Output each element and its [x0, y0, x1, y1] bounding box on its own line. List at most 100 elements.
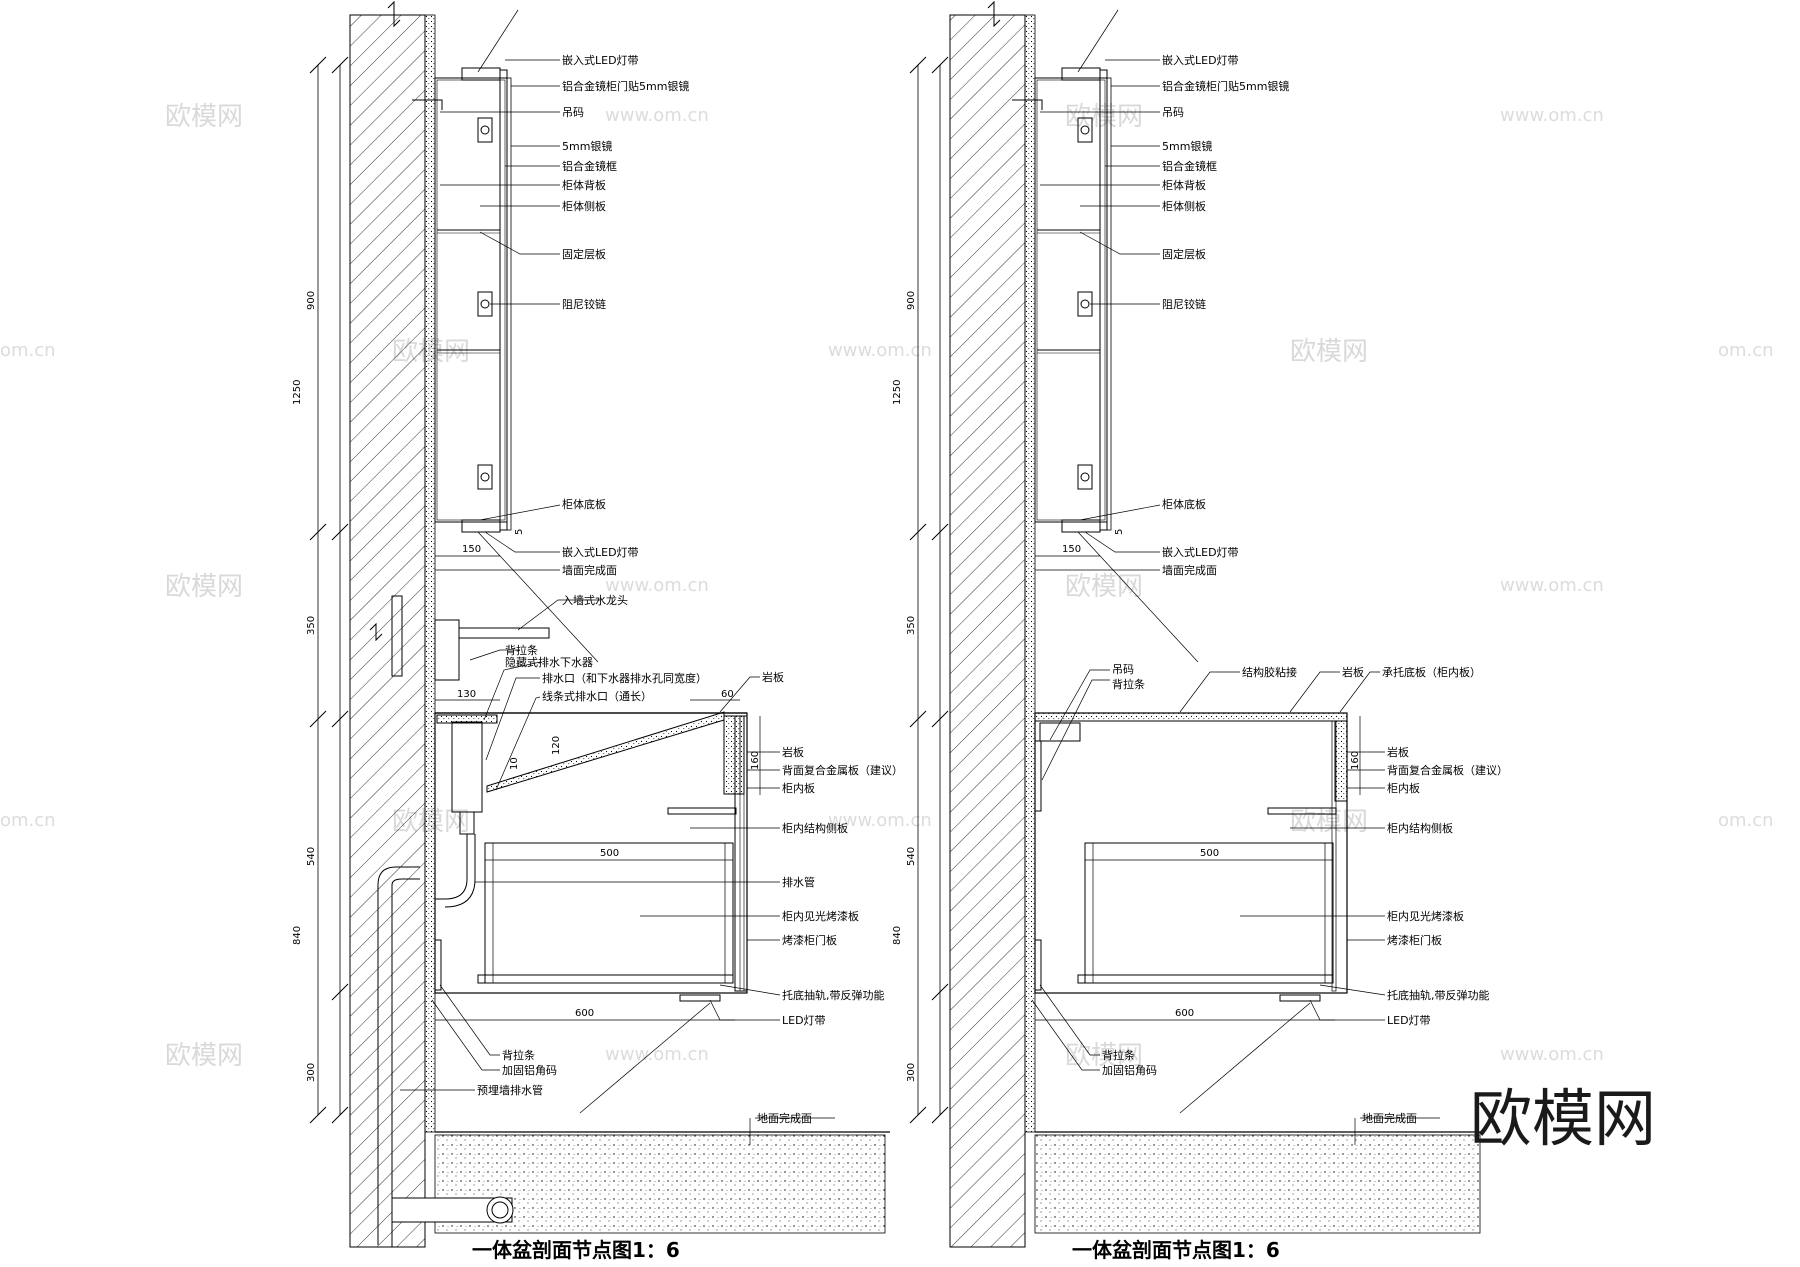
- label-rail: 托底抽轨,带反弹功能: [782, 988, 885, 1002]
- label-hanger-2: 吊码: [1112, 663, 1134, 676]
- label-back-strip-top: 背拉条: [1112, 677, 1145, 691]
- dim-1250: 1250: [892, 380, 903, 405]
- watermark-url: om.cn: [0, 810, 56, 831]
- watermark-url: www.om.cn: [1500, 1044, 1604, 1065]
- dim-500: 500: [1200, 848, 1219, 859]
- label-gloss-paint: 柜内见光烤漆板: [782, 909, 859, 923]
- watermark-url: www.om.cn: [605, 105, 709, 126]
- dim-160: 160: [750, 751, 761, 770]
- watermarks: 欧模网 www.om.cn 欧模网 www.om.cn om.cn 欧模网 ww…: [0, 102, 1774, 1071]
- label-back-panel: 柜体背板: [562, 178, 606, 192]
- watermark-url: www.om.cn: [605, 575, 709, 596]
- label-inner-panel: 柜内板: [782, 781, 815, 795]
- dim-150: 150: [462, 544, 481, 555]
- label-back-strip-bottom: 背拉条: [502, 1048, 535, 1062]
- left-section-drawing: 嵌入式LED灯带 铝合金镜柜门贴5mm银镜 吊码 5mm银镜 铝合金镜框 柜体背…: [292, 0, 903, 1262]
- watermark-cn: 欧模网: [1290, 807, 1368, 837]
- watermark-cn: 欧模网: [1290, 337, 1368, 367]
- label-alu-frame: 铝合金镜框: [562, 159, 617, 173]
- label-led-top: 嵌入式LED灯带: [562, 54, 639, 67]
- label-bottom-panel: 柜体底板: [562, 497, 606, 511]
- dim-350: 350: [906, 616, 917, 635]
- label-rock-top: 岩板: [762, 670, 784, 684]
- watermark-cn: 欧模网: [1065, 1041, 1143, 1071]
- vanity-cabinet: [1034, 712, 1348, 994]
- label-drain-port: 排水口（和下水器排水孔同宽度）: [542, 671, 707, 685]
- dim-500: 500: [600, 848, 619, 859]
- dim-350: 350: [306, 616, 317, 635]
- label-silver-mirror: 5mm银镜: [562, 139, 612, 153]
- watermark-url: om.cn: [1718, 810, 1774, 831]
- label-door-paint: 烤漆柜门板: [1387, 933, 1442, 947]
- mirror-cabinet: [434, 77, 508, 523]
- label-damper-hinge: 阻尼铰链: [562, 297, 606, 311]
- label-rock-side: 岩板: [1387, 745, 1409, 759]
- wall-plaster: [1024, 14, 1036, 1133]
- label-pre-drain: 预埋墙排水管: [477, 1083, 543, 1097]
- label-support-bottom: 承托底板（柜内板）: [1382, 665, 1481, 679]
- label-back-strip-top: 背拉条: [505, 643, 538, 657]
- label-back-panel: 柜体背板: [1162, 178, 1206, 192]
- dim-600: 600: [1175, 1008, 1194, 1019]
- label-wall-finish: 墙面完成面: [562, 563, 617, 577]
- hinge: [477, 291, 493, 317]
- label-side-panel: 柜体侧板: [1162, 199, 1206, 213]
- right-section-drawing: 嵌入式LED灯带 铝合金镜柜门贴5mm银镜 吊码 5mm银镜 铝合金镜框 柜体背…: [892, 0, 1508, 1262]
- watermark-cn: 欧模网: [165, 1041, 243, 1071]
- hinge: [477, 464, 493, 490]
- dim-60: 60: [721, 689, 734, 700]
- watermark-cn: 欧模网: [1065, 572, 1143, 602]
- label-mirror-door: 铝合金镜柜门贴5mm银镜: [562, 79, 689, 93]
- dim-5: 5: [514, 529, 525, 535]
- label-inner-panel: 柜内板: [1387, 781, 1420, 795]
- dim-150: 150: [1062, 544, 1081, 555]
- watermark-url: om.cn: [1718, 340, 1774, 361]
- label-bottom-panel: 柜体底板: [1162, 497, 1206, 511]
- label-rock-side: 岩板: [782, 745, 804, 759]
- label-led-strip: LED灯带: [782, 1014, 826, 1027]
- label-linear-drain: 线条式排水口（通长）: [542, 689, 652, 703]
- dim-900: 900: [906, 291, 917, 310]
- left-drawing-title: 一体盆剖面节点图1：6: [472, 1238, 680, 1262]
- dim-160: 160: [1350, 751, 1361, 770]
- dim-600: 600: [575, 1008, 594, 1019]
- label-hanger: 吊码: [562, 106, 584, 119]
- dim-840: 840: [892, 926, 903, 945]
- watermark-url: www.om.cn: [828, 810, 932, 831]
- hinge: [1077, 117, 1093, 143]
- dim-10: 10: [509, 757, 520, 770]
- label-mirror-door: 铝合金镜柜门贴5mm银镜: [1162, 79, 1289, 93]
- dim-130: 130: [457, 689, 476, 700]
- label-rail: 托底抽轨,带反弹功能: [1387, 988, 1490, 1002]
- label-led-strip: LED灯带: [1387, 1014, 1431, 1027]
- brand-logo: 欧模网: [1470, 1082, 1656, 1155]
- watermark-cn: 欧模网: [1065, 102, 1143, 132]
- dim-5: 5: [1114, 529, 1125, 535]
- label-damper-hinge: 阻尼铰链: [1162, 297, 1206, 311]
- structural-wall: [349, 14, 426, 1248]
- dim-300: 300: [906, 1063, 917, 1082]
- hinge: [1077, 291, 1093, 317]
- dim-1250: 1250: [292, 380, 303, 405]
- watermark-cn: 欧模网: [165, 102, 243, 132]
- mirror-cabinet: [1034, 77, 1108, 523]
- label-faucet: 入墙式水龙头: [562, 593, 628, 607]
- label-inner-side: 柜内结构侧板: [782, 821, 848, 835]
- label-gloss-paint: 柜内见光烤漆板: [1387, 909, 1464, 923]
- floor-slab: [1034, 1134, 1481, 1234]
- label-struct-glue: 结构胶粘接: [1242, 665, 1297, 679]
- watermark-url: www.om.cn: [1500, 105, 1604, 126]
- label-led-top: 嵌入式LED灯带: [1162, 54, 1239, 67]
- watermark-url: www.om.cn: [828, 340, 932, 361]
- dim-540: 540: [306, 847, 317, 866]
- label-composite-metal: 背面复合金属板（建议）: [1387, 763, 1508, 777]
- label-angle-code: 加固铝角码: [1102, 1063, 1157, 1077]
- label-floor-finish: 地面完成面: [757, 1111, 812, 1125]
- hinge: [477, 117, 493, 143]
- label-rock-top: 岩板: [1342, 665, 1364, 679]
- label-silver-mirror: 5mm银镜: [1162, 139, 1212, 153]
- label-drain-hidden: 隐藏式排水下水器: [505, 655, 593, 669]
- label-composite-metal: 背面复合金属板（建议）: [782, 763, 903, 777]
- dim-540: 540: [906, 847, 917, 866]
